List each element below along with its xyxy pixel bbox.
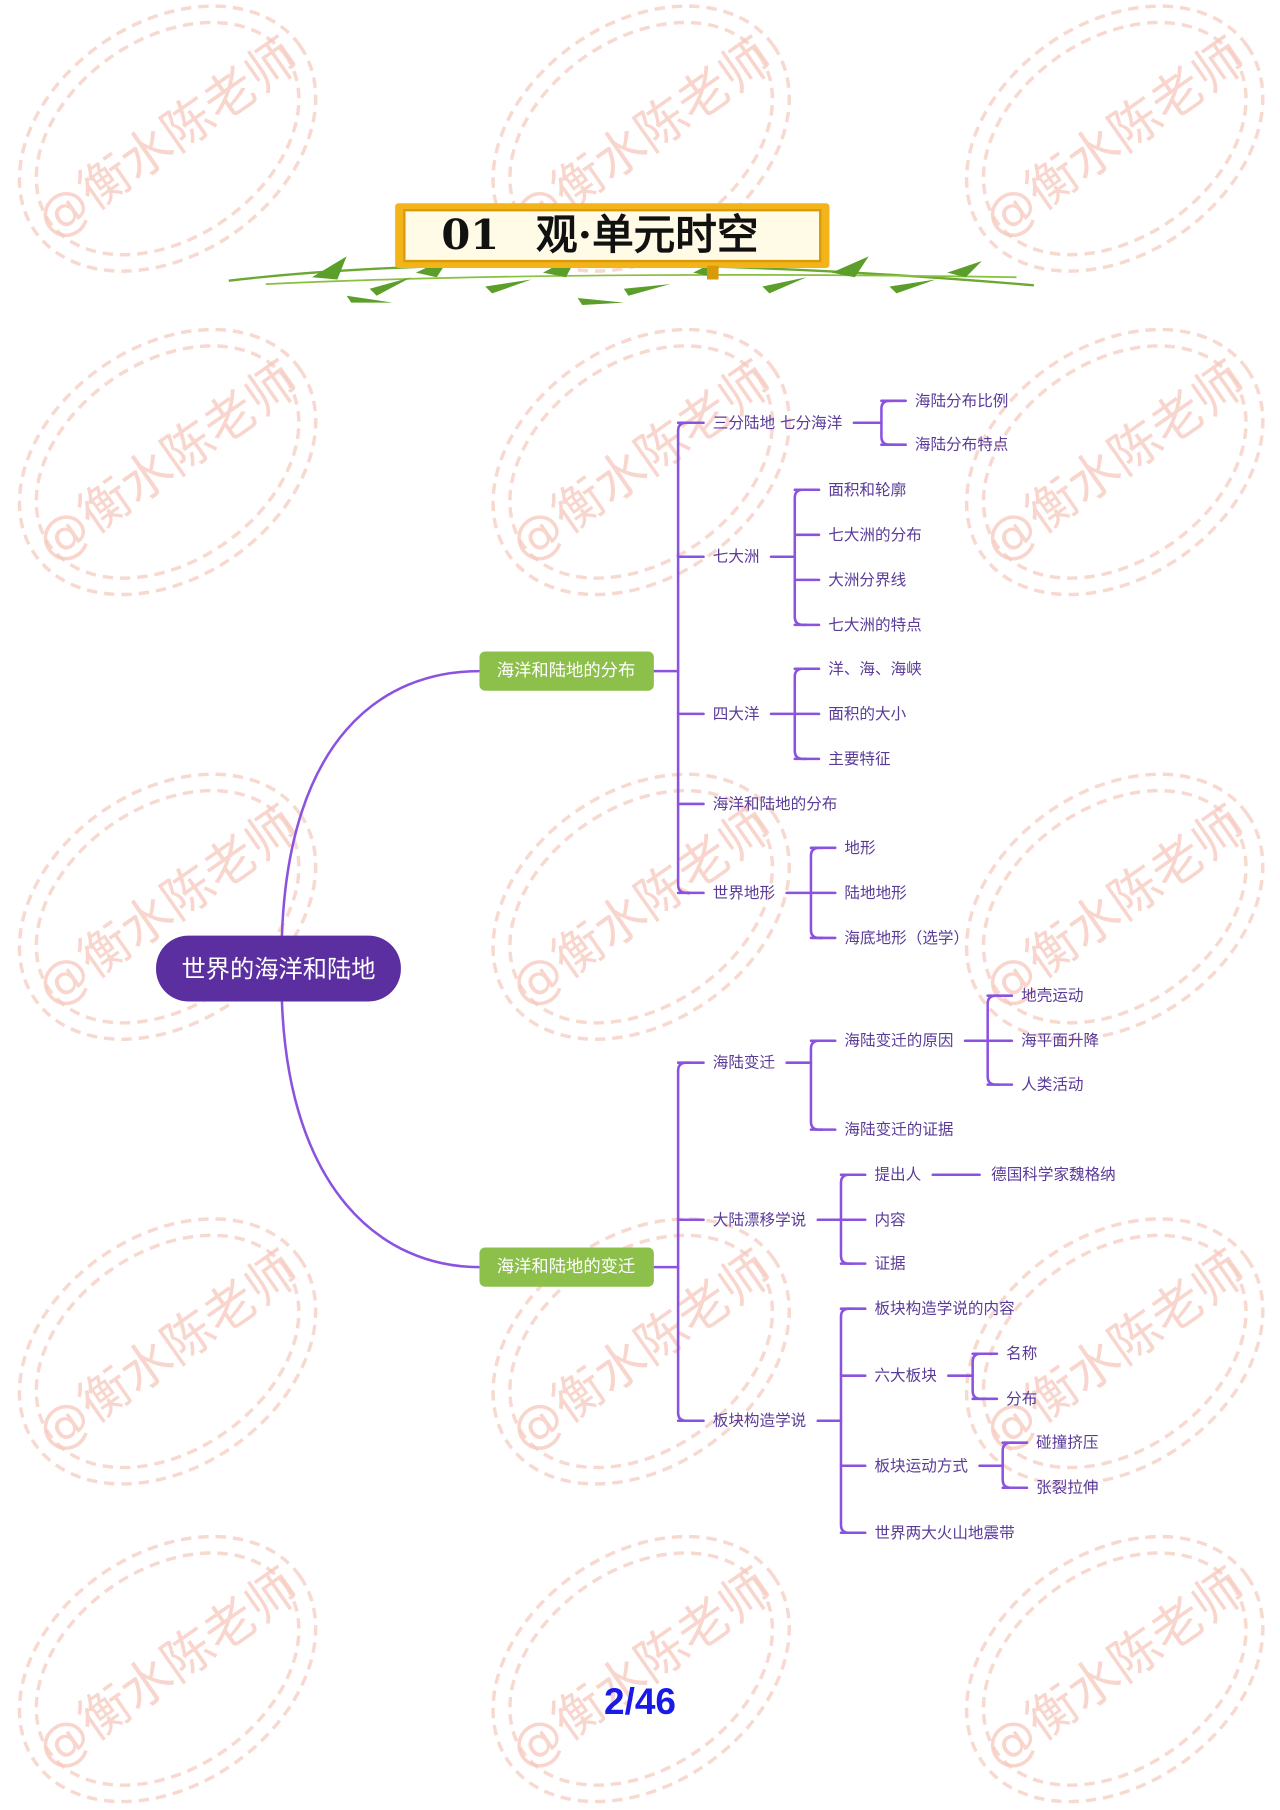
mind-map-node[interactable]: 德国科学家魏格纳 [991,1166,1116,1184]
bracket-connector [809,1039,824,1131]
watermark-stamp: @衡水陈老师 [491,327,791,597]
watermark-stamp: @衡水陈老师 [17,327,318,597]
watermark-text: @衡水陈老师 [499,795,783,1018]
mind-map-node[interactable]: 海陆变迁 [713,1054,776,1072]
watermark-text: @衡水陈老师 [26,1240,310,1463]
bracket-connector [971,1352,986,1401]
watermark-text: @衡水陈老师 [26,27,310,250]
mind-map-node[interactable]: 证据 [874,1255,905,1273]
mind-map-node[interactable]: 面积的大小 [828,705,906,723]
watermark-text: @衡水陈老师 [973,350,1257,573]
mind-map-node[interactable]: 海陆变迁的证据 [844,1121,953,1139]
bracket-connector [839,1307,854,1535]
mind-map-node[interactable]: 张裂拉伸 [1036,1479,1098,1497]
mind-map-node[interactable]: 海洋和陆地的分布 [713,795,838,813]
mind-map-node[interactable]: 提出人 [874,1166,921,1184]
mind-map-node[interactable]: 分布 [1006,1390,1037,1408]
watermark-text: @衡水陈老师 [973,27,1257,250]
watermark-text: @衡水陈老师 [26,350,310,573]
branch-connector [280,1000,481,1269]
mind-map-node[interactable]: 碰撞挤压 [1036,1434,1098,1452]
banner-number: 01 [441,210,499,259]
mind-map-node[interactable]: 地壳运动 [1021,987,1083,1005]
watermark-stamp: @衡水陈老师 [17,1534,318,1804]
bracket-connector [880,399,895,446]
branch-node-label: 海洋和陆地的分布 [497,661,636,681]
mind-map-node[interactable]: 七大洲 [713,548,760,566]
mind-map-node[interactable]: 名称 [1006,1345,1037,1363]
mind-map-node[interactable]: 海陆分布比例 [915,392,1008,410]
branch-node[interactable]: 海洋和陆地的变迁 [479,1247,654,1287]
mind-map-node[interactable]: 海底地形（选学） [844,929,969,947]
mind-map-node[interactable]: 大陆漂移学说 [713,1211,806,1229]
mind-map-node[interactable]: 板块运动方式 [874,1457,968,1475]
watermark-stamp: @衡水陈老师 [491,1534,791,1804]
mind-map-node[interactable]: 世界地形 [713,884,776,902]
mind-map-node[interactable]: 大洲分界线 [828,571,906,589]
watermark-text: @衡水陈老师 [973,795,1257,1018]
watermark-stamp: @衡水陈老师 [964,327,1265,597]
watermark-stamp: @衡水陈老师 [491,772,791,1041]
title-banner: 01 观·单元时空 [228,203,1034,305]
watermark-stamp: @衡水陈老师 [17,1217,318,1486]
mind-map-node[interactable]: 板块构造学说 [713,1412,806,1430]
watermark-text: @衡水陈老师 [499,350,783,573]
bracket-connector [793,488,808,627]
connector-lines [280,399,1029,1535]
mind-map-node[interactable]: 人类活动 [1021,1076,1083,1094]
watermark-stamp: @衡水陈老师 [17,772,318,1041]
watermark-text: @衡水陈老师 [973,1557,1257,1780]
mind-map-node[interactable]: 板块构造学说的内容 [874,1300,1014,1318]
watermark-text: @衡水陈老师 [499,1557,783,1780]
branch-connector [280,669,481,937]
mind-map-node[interactable]: 海平面升降 [1021,1032,1099,1050]
banner-title: 观·单元时空 [536,210,758,259]
mind-map-node[interactable]: 面积和轮廓 [828,481,906,499]
bracket-connector [676,421,691,895]
mind-map-node[interactable]: 三分陆地 七分海洋 [713,414,843,432]
mind-map-node[interactable]: 地形 [844,839,876,857]
mind-map-node[interactable]: 六大板块 [874,1367,937,1385]
mind-map-node[interactable]: 主要特征 [828,750,890,768]
mind-map-node[interactable]: 洋、海、海峡 [828,660,922,678]
mind-map-node[interactable]: 四大洋 [713,705,760,723]
branch-node[interactable]: 海洋和陆地的分布 [479,651,654,691]
root-node-label: 世界的海洋和陆地 [181,955,375,984]
branch-node-label: 海洋和陆地的变迁 [497,1257,636,1277]
watermark-text: @衡水陈老师 [26,1557,310,1780]
mind-map-node[interactable]: 内容 [874,1211,905,1229]
root-node[interactable]: 世界的海洋和陆地 [156,935,401,1002]
page-number: 2/46 [604,1681,676,1722]
mind-map-node[interactable]: 世界两大火山地震带 [874,1524,1014,1542]
watermark-stamp: @衡水陈老师 [17,4,318,273]
mind-map-node[interactable]: 海陆变迁的原因 [844,1032,953,1050]
mind-map-node[interactable]: 陆地地形 [844,884,907,902]
mind-map-node[interactable]: 七大洲的分布 [828,526,921,544]
mind-map-node[interactable]: 七大洲的特点 [828,616,921,634]
bracket-connector [676,1061,691,1423]
mind-map-node[interactable]: 海陆分布特点 [915,436,1008,454]
